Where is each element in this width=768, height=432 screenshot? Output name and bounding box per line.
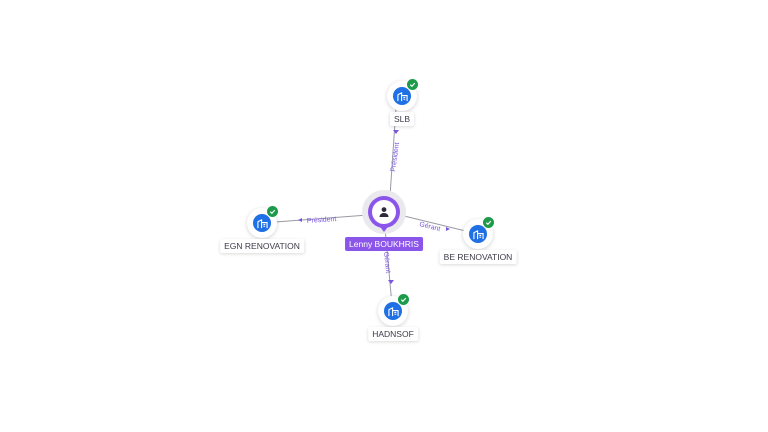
edge-label-slb: Président bbox=[390, 142, 401, 172]
building-icon bbox=[393, 87, 411, 105]
company-node-slb[interactable] bbox=[387, 78, 419, 111]
person-node[interactable] bbox=[368, 196, 400, 228]
arrow-be bbox=[446, 227, 450, 231]
company-label-egn[interactable]: EGN RENOVATION bbox=[220, 239, 304, 253]
edge-label-hadnsof: Gérant bbox=[382, 251, 391, 273]
arrow-slb bbox=[393, 130, 399, 134]
company-label-slb[interactable]: SLB bbox=[389, 112, 415, 126]
arrow-egn bbox=[298, 218, 302, 222]
verified-check-icon bbox=[406, 78, 419, 91]
building-icon bbox=[253, 214, 271, 232]
building-icon bbox=[469, 225, 487, 243]
edge-label-egn: Président bbox=[307, 216, 337, 225]
company-node-egn[interactable] bbox=[247, 205, 279, 238]
arrow-hadnsof bbox=[388, 280, 394, 284]
company-label-hadnsof[interactable]: HADNSOF bbox=[368, 327, 418, 341]
person-name-label[interactable]: Lenny BOUKHRIS bbox=[345, 237, 423, 251]
company-node-hadnsof[interactable] bbox=[378, 293, 410, 326]
verified-check-icon bbox=[266, 205, 279, 218]
company-label-be[interactable]: BE RENOVATION bbox=[439, 250, 517, 264]
edge-egn bbox=[261, 214, 369, 224]
edge-label-be: Gérant bbox=[419, 221, 442, 233]
verified-check-icon bbox=[397, 293, 410, 306]
center-node-pointer bbox=[378, 224, 390, 232]
verified-check-icon bbox=[482, 216, 495, 229]
person-icon bbox=[372, 200, 396, 224]
company-node-be[interactable] bbox=[463, 216, 495, 249]
building-icon bbox=[384, 302, 402, 320]
